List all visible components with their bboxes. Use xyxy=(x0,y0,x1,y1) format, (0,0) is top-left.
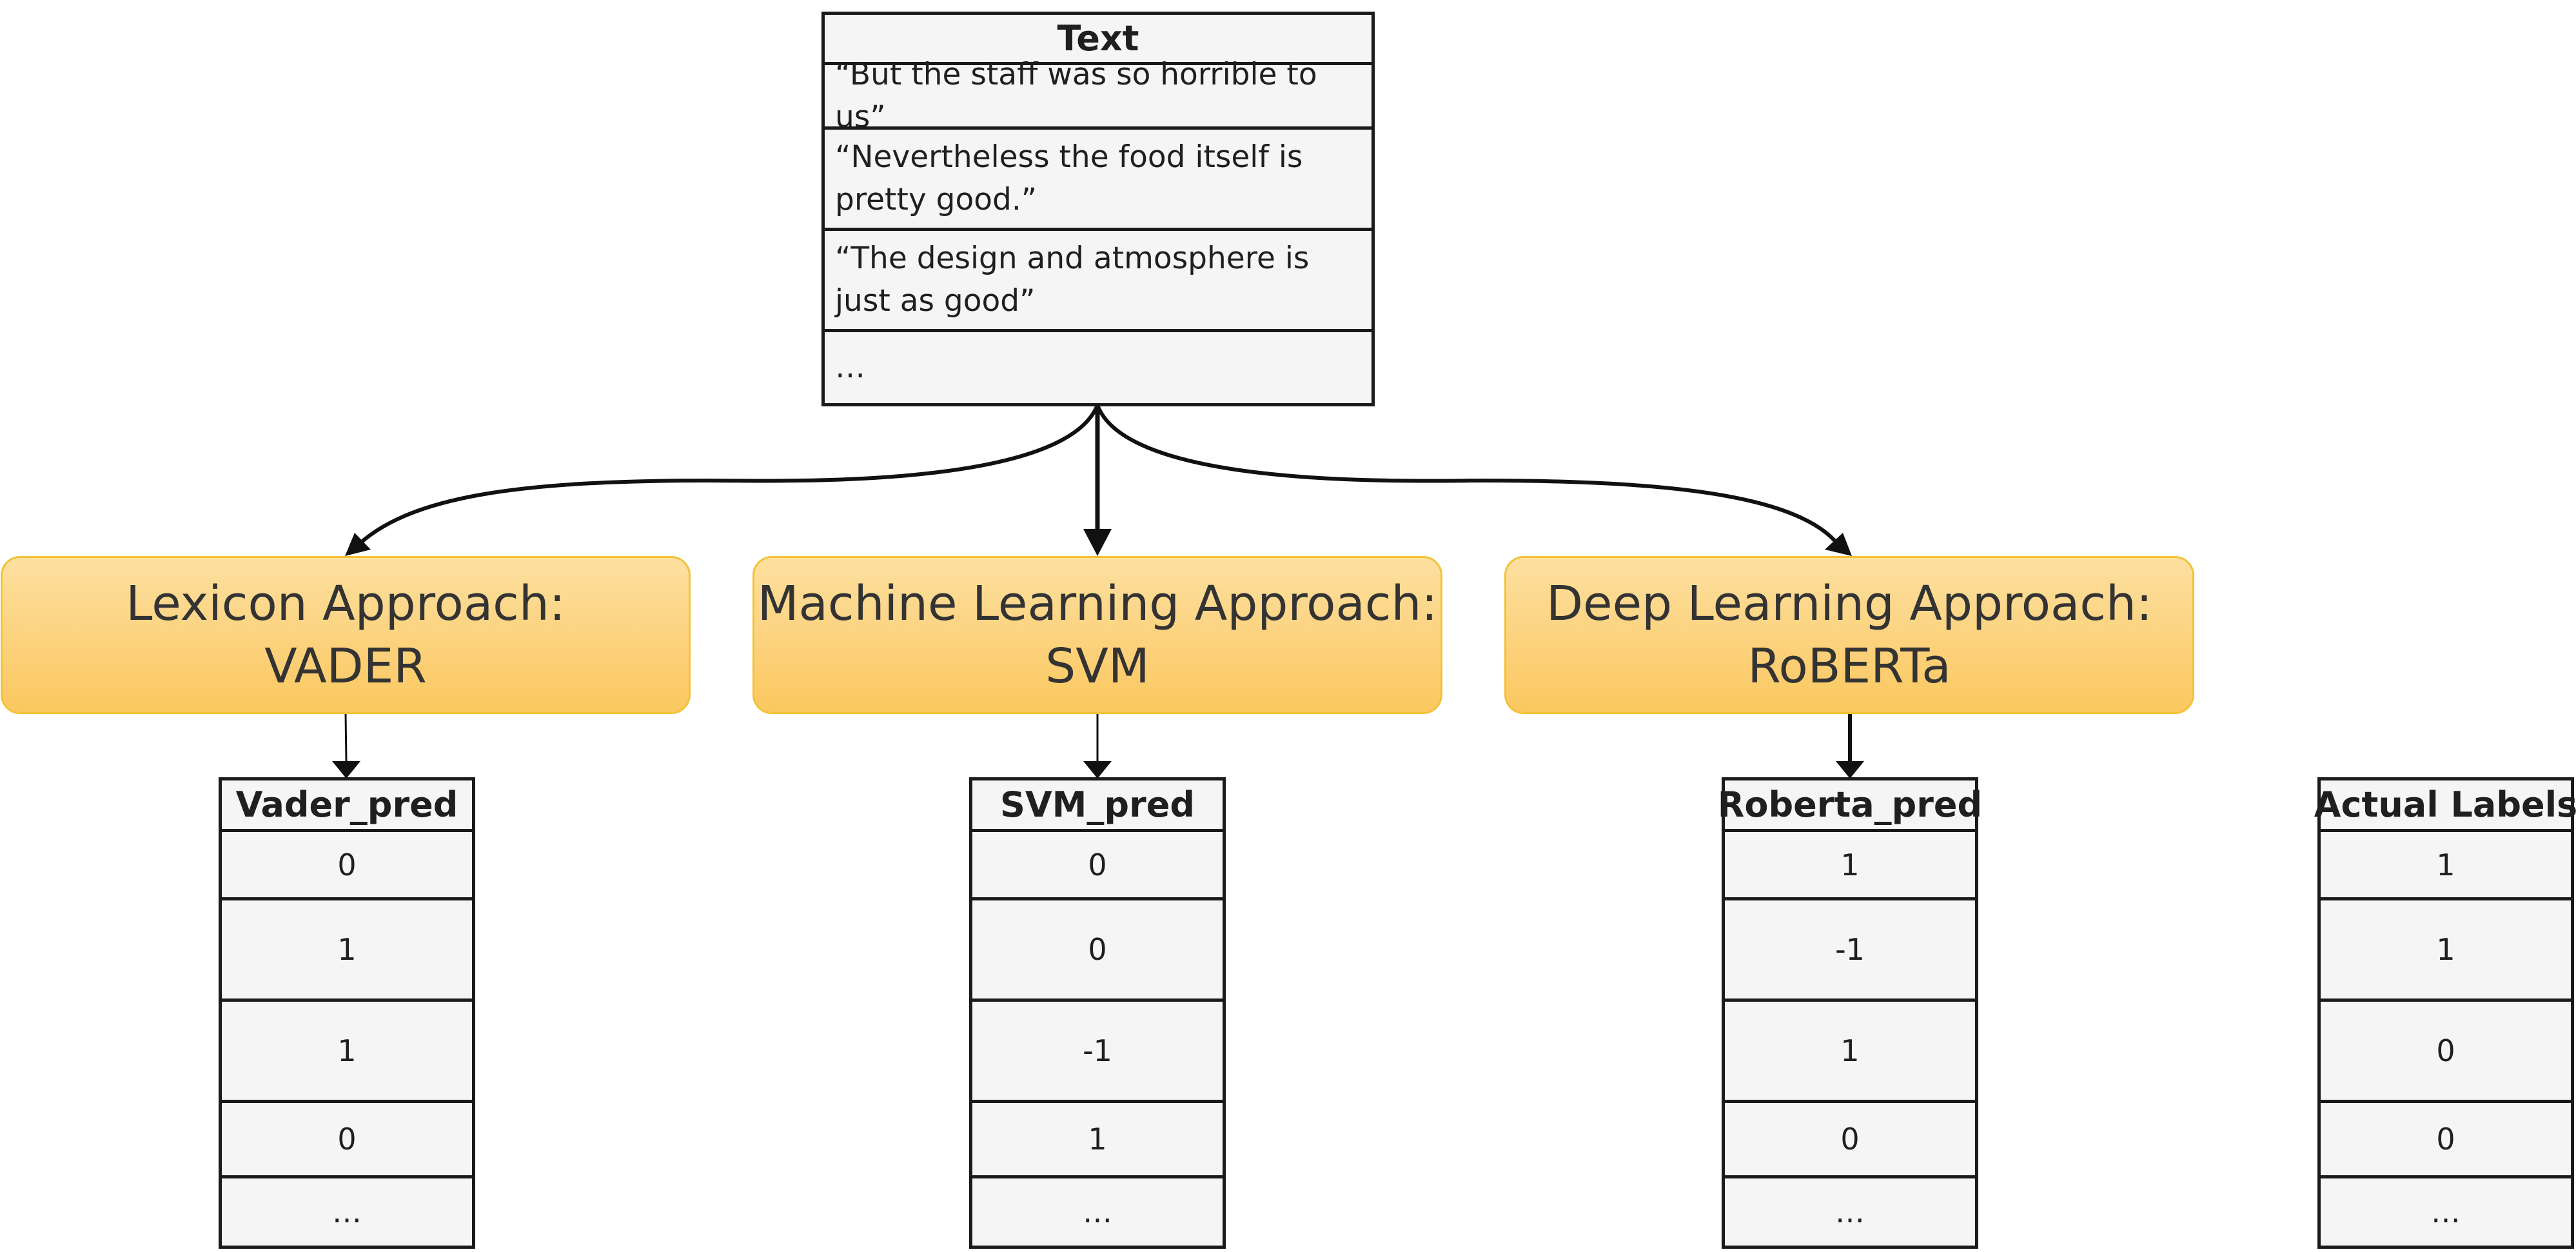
table-cell: 1 xyxy=(1725,1002,1975,1103)
dl-approach-box: Deep Learning Approach: RoBERTa xyxy=(1504,556,2194,714)
approach-title: Lexicon Approach: xyxy=(126,575,565,631)
vader-pred-table: Vader_pred 0 1 1 0 … xyxy=(219,777,475,1249)
approach-title: Deep Learning Approach: xyxy=(1546,575,2152,631)
arrowhead-robertapred xyxy=(1836,761,1864,779)
text-table-header: Text xyxy=(825,15,1372,65)
table-cell: 1 xyxy=(2321,900,2571,1002)
text-table: Text “But the staff was so horrible to u… xyxy=(821,12,1375,406)
table-cell: 1 xyxy=(2321,832,2571,900)
table-cell: 1 xyxy=(222,1002,472,1103)
table-cell: 0 xyxy=(222,832,472,900)
table-cell: 1 xyxy=(222,900,472,1002)
arrowhead-svm xyxy=(1083,529,1112,556)
table-cell: 1 xyxy=(972,1103,1223,1178)
arrow-text-to-roberta xyxy=(1096,404,1843,550)
table-cell: … xyxy=(1083,1195,1112,1229)
roberta-pred-table: Roberta_pred 1 -1 1 0 … xyxy=(1718,777,1982,1249)
arrow-text-to-lexicon xyxy=(353,404,1099,550)
svm-pred-table: SVM_pred 0 0 -1 1 … xyxy=(969,777,1226,1249)
table-header: Actual Labels xyxy=(2314,780,2576,832)
approach-title: Machine Learning Approach: xyxy=(757,575,1438,631)
table-cell: 1 xyxy=(1725,832,1975,900)
arrowhead-roberta xyxy=(1825,533,1852,556)
ml-approach-box: Machine Learning Approach: SVM xyxy=(752,556,1442,714)
table-cell: … xyxy=(332,1195,362,1229)
table-cell: 0 xyxy=(2321,1002,2571,1103)
table-cell: 0 xyxy=(222,1103,472,1178)
table-header: SVM_pred xyxy=(972,780,1223,832)
table-cell: 0 xyxy=(972,900,1223,1002)
table-cell: -1 xyxy=(972,1002,1223,1103)
approach-method: RoBERTa xyxy=(1747,638,1951,694)
table-cell: -1 xyxy=(1725,900,1975,1002)
text-row: “But the staff was so horrible to us” xyxy=(825,57,1372,135)
approach-method: SVM xyxy=(1045,638,1150,694)
table-header: Vader_pred xyxy=(222,780,472,832)
arrowhead-vader xyxy=(332,761,360,779)
actual-labels-table: Actual Labels 1 1 0 0 … xyxy=(2314,777,2576,1249)
text-row: … xyxy=(835,350,865,385)
arrowhead-lexicon xyxy=(345,533,371,556)
table-cell: … xyxy=(1835,1195,1865,1229)
lexicon-approach-box: Lexicon Approach: VADER xyxy=(1,556,691,714)
table-header: Roberta_pred xyxy=(1718,780,1982,832)
arrowhead-svmpred xyxy=(1083,761,1112,779)
table-cell: 0 xyxy=(2321,1103,2571,1178)
table-cell: 0 xyxy=(972,832,1223,900)
approach-method: VADER xyxy=(264,638,427,694)
table-cell: … xyxy=(2431,1195,2461,1229)
table-cell: 0 xyxy=(1725,1103,1975,1178)
text-row: “The design and atmosphere is just as go… xyxy=(825,231,1372,332)
text-row: “Nevertheless the food itself is pretty … xyxy=(825,130,1372,231)
